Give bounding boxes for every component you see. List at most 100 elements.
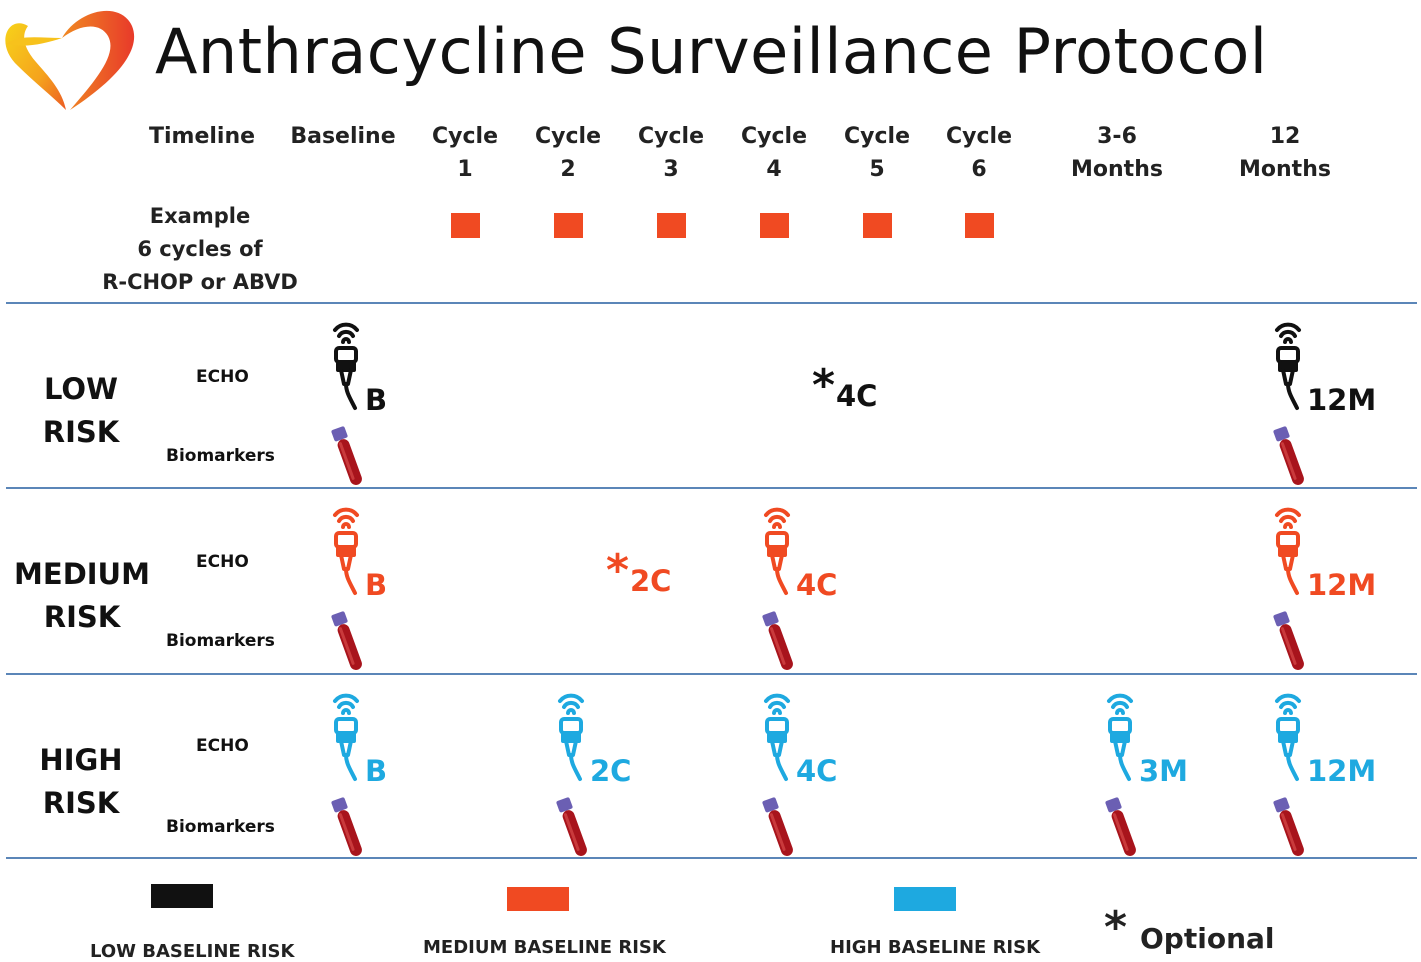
echo-probe-icon xyxy=(1275,322,1301,410)
legend-swatch xyxy=(151,884,213,908)
echo-probe-icon xyxy=(1275,507,1301,595)
column-header-line2: Months xyxy=(1239,157,1331,182)
column-header-line1: Cycle xyxy=(432,124,498,149)
example-regimen-label: Example 6 cycles of R-CHOP or ABVD xyxy=(95,200,305,299)
column-header-line1: Cycle xyxy=(741,124,807,149)
echo-probe-icon xyxy=(1107,693,1133,781)
divider xyxy=(6,673,1417,675)
echo-probe-icon xyxy=(558,693,584,781)
blood-tube-icon xyxy=(556,797,587,856)
column-header-c3: Cycle 3 xyxy=(601,120,741,186)
blood-tube-icon xyxy=(331,797,362,856)
echo-probe-icon xyxy=(1275,693,1301,781)
risk-level-word: HIGH xyxy=(39,743,123,777)
blood-tube-icon xyxy=(331,426,362,485)
column-header-line2: 4 xyxy=(766,157,782,182)
regimen-cycle-square xyxy=(863,213,892,238)
optional-asterisk: * xyxy=(812,360,836,411)
echo-probe-icon xyxy=(333,322,359,410)
risk-level-word: RISK xyxy=(42,415,120,449)
exam-label: 12M xyxy=(1307,383,1377,417)
exam-label: B xyxy=(365,568,388,602)
example-line: 6 cycles of xyxy=(137,237,263,261)
column-header-line1: Cycle xyxy=(946,124,1012,149)
column-header-line1: 3-6 xyxy=(1097,124,1137,149)
legend-swatch xyxy=(507,887,569,911)
column-header-line2: 2 xyxy=(560,157,576,182)
blood-tube-icon xyxy=(1273,426,1304,485)
regimen-cycle-square xyxy=(554,213,583,238)
regimen-cycle-square xyxy=(965,213,994,238)
column-header-line1: 12 xyxy=(1269,124,1301,149)
regimen-cycle-square xyxy=(760,213,789,238)
column-header-line2: 6 xyxy=(971,157,987,182)
echo-label: ECHO xyxy=(196,736,249,756)
timeline-label: Timeline xyxy=(148,124,256,149)
legend-optional-label: Optional xyxy=(1140,922,1275,955)
exam-label: 12M xyxy=(1307,568,1377,602)
column-header-line2: 3 xyxy=(663,157,679,182)
exam-label: 2C xyxy=(590,754,632,788)
example-line: Example xyxy=(149,204,251,228)
column-header-line1: Baseline xyxy=(290,124,396,149)
legend-label: LOW BASELINE RISK xyxy=(90,941,295,962)
column-header-line2: 5 xyxy=(869,157,885,182)
exam-label: B xyxy=(365,383,388,417)
blood-tube-icon xyxy=(1273,611,1304,670)
column-header-c5: Cycle 5 xyxy=(807,120,947,186)
exam-label: 4C xyxy=(796,754,838,788)
exam-label: 4C xyxy=(796,568,838,602)
divider xyxy=(6,857,1417,859)
risk-level-word: MEDIUM xyxy=(14,557,150,591)
divider xyxy=(6,302,1417,304)
column-header-line2: Months xyxy=(1071,157,1163,182)
blood-tube-icon xyxy=(1273,797,1304,856)
echo-probe-icon xyxy=(764,693,790,781)
risk-level-label: MEDIUM RISK xyxy=(8,553,156,639)
column-header-line1: Cycle xyxy=(535,124,601,149)
biomarkers-label: Biomarkers xyxy=(166,631,275,651)
blood-tube-icon xyxy=(762,797,793,856)
echo-probe-icon xyxy=(764,507,790,595)
risk-level-word: RISK xyxy=(42,786,120,820)
legend-optional-asterisk: * xyxy=(1104,902,1128,953)
column-header-c4: Cycle 4 xyxy=(704,120,844,186)
column-header-baseline: Baseline xyxy=(273,120,413,153)
risk-level-label: HIGH RISK xyxy=(16,739,146,825)
exam-label: B xyxy=(365,754,388,788)
echo-probe-icon xyxy=(333,507,359,595)
biomarkers-label: Biomarkers xyxy=(166,446,275,466)
heart-logo-icon xyxy=(5,10,135,110)
risk-level-word: RISK xyxy=(43,600,121,634)
column-header-c2: Cycle 2 xyxy=(498,120,638,186)
risk-level-label: LOW RISK xyxy=(16,368,146,454)
blood-tube-icon xyxy=(762,611,793,670)
echo-probe-icon xyxy=(333,693,359,781)
blood-tube-icon xyxy=(1105,797,1136,856)
column-header-line2: 1 xyxy=(457,157,473,182)
regimen-cycle-square xyxy=(451,213,480,238)
biomarkers-label: Biomarkers xyxy=(166,817,275,837)
echo-label: ECHO xyxy=(196,367,249,387)
risk-level-word: LOW xyxy=(43,372,119,406)
exam-label: 12M xyxy=(1307,754,1377,788)
column-header-line1: Cycle xyxy=(638,124,704,149)
exam-label: 2C xyxy=(630,564,672,598)
optional-asterisk: * xyxy=(606,545,630,596)
legend-label: HIGH BASELINE RISK xyxy=(830,937,1041,958)
page-title: Anthracycline Surveillance Protocol xyxy=(155,15,1268,88)
legend-swatch xyxy=(894,887,956,911)
legend-label: MEDIUM BASELINE RISK xyxy=(423,937,666,958)
column-header-line1: Cycle xyxy=(844,124,910,149)
exam-label: 4C xyxy=(836,379,878,413)
echo-label: ECHO xyxy=(196,552,249,572)
column-header-c1: Cycle 1 xyxy=(395,120,535,186)
regimen-cycle-square xyxy=(657,213,686,238)
exam-label: 3M xyxy=(1139,754,1189,788)
example-line: R-CHOP or ABVD xyxy=(102,270,298,294)
blood-tube-icon xyxy=(331,611,362,670)
column-header-c6: Cycle 6 xyxy=(909,120,1049,186)
divider xyxy=(6,487,1417,489)
